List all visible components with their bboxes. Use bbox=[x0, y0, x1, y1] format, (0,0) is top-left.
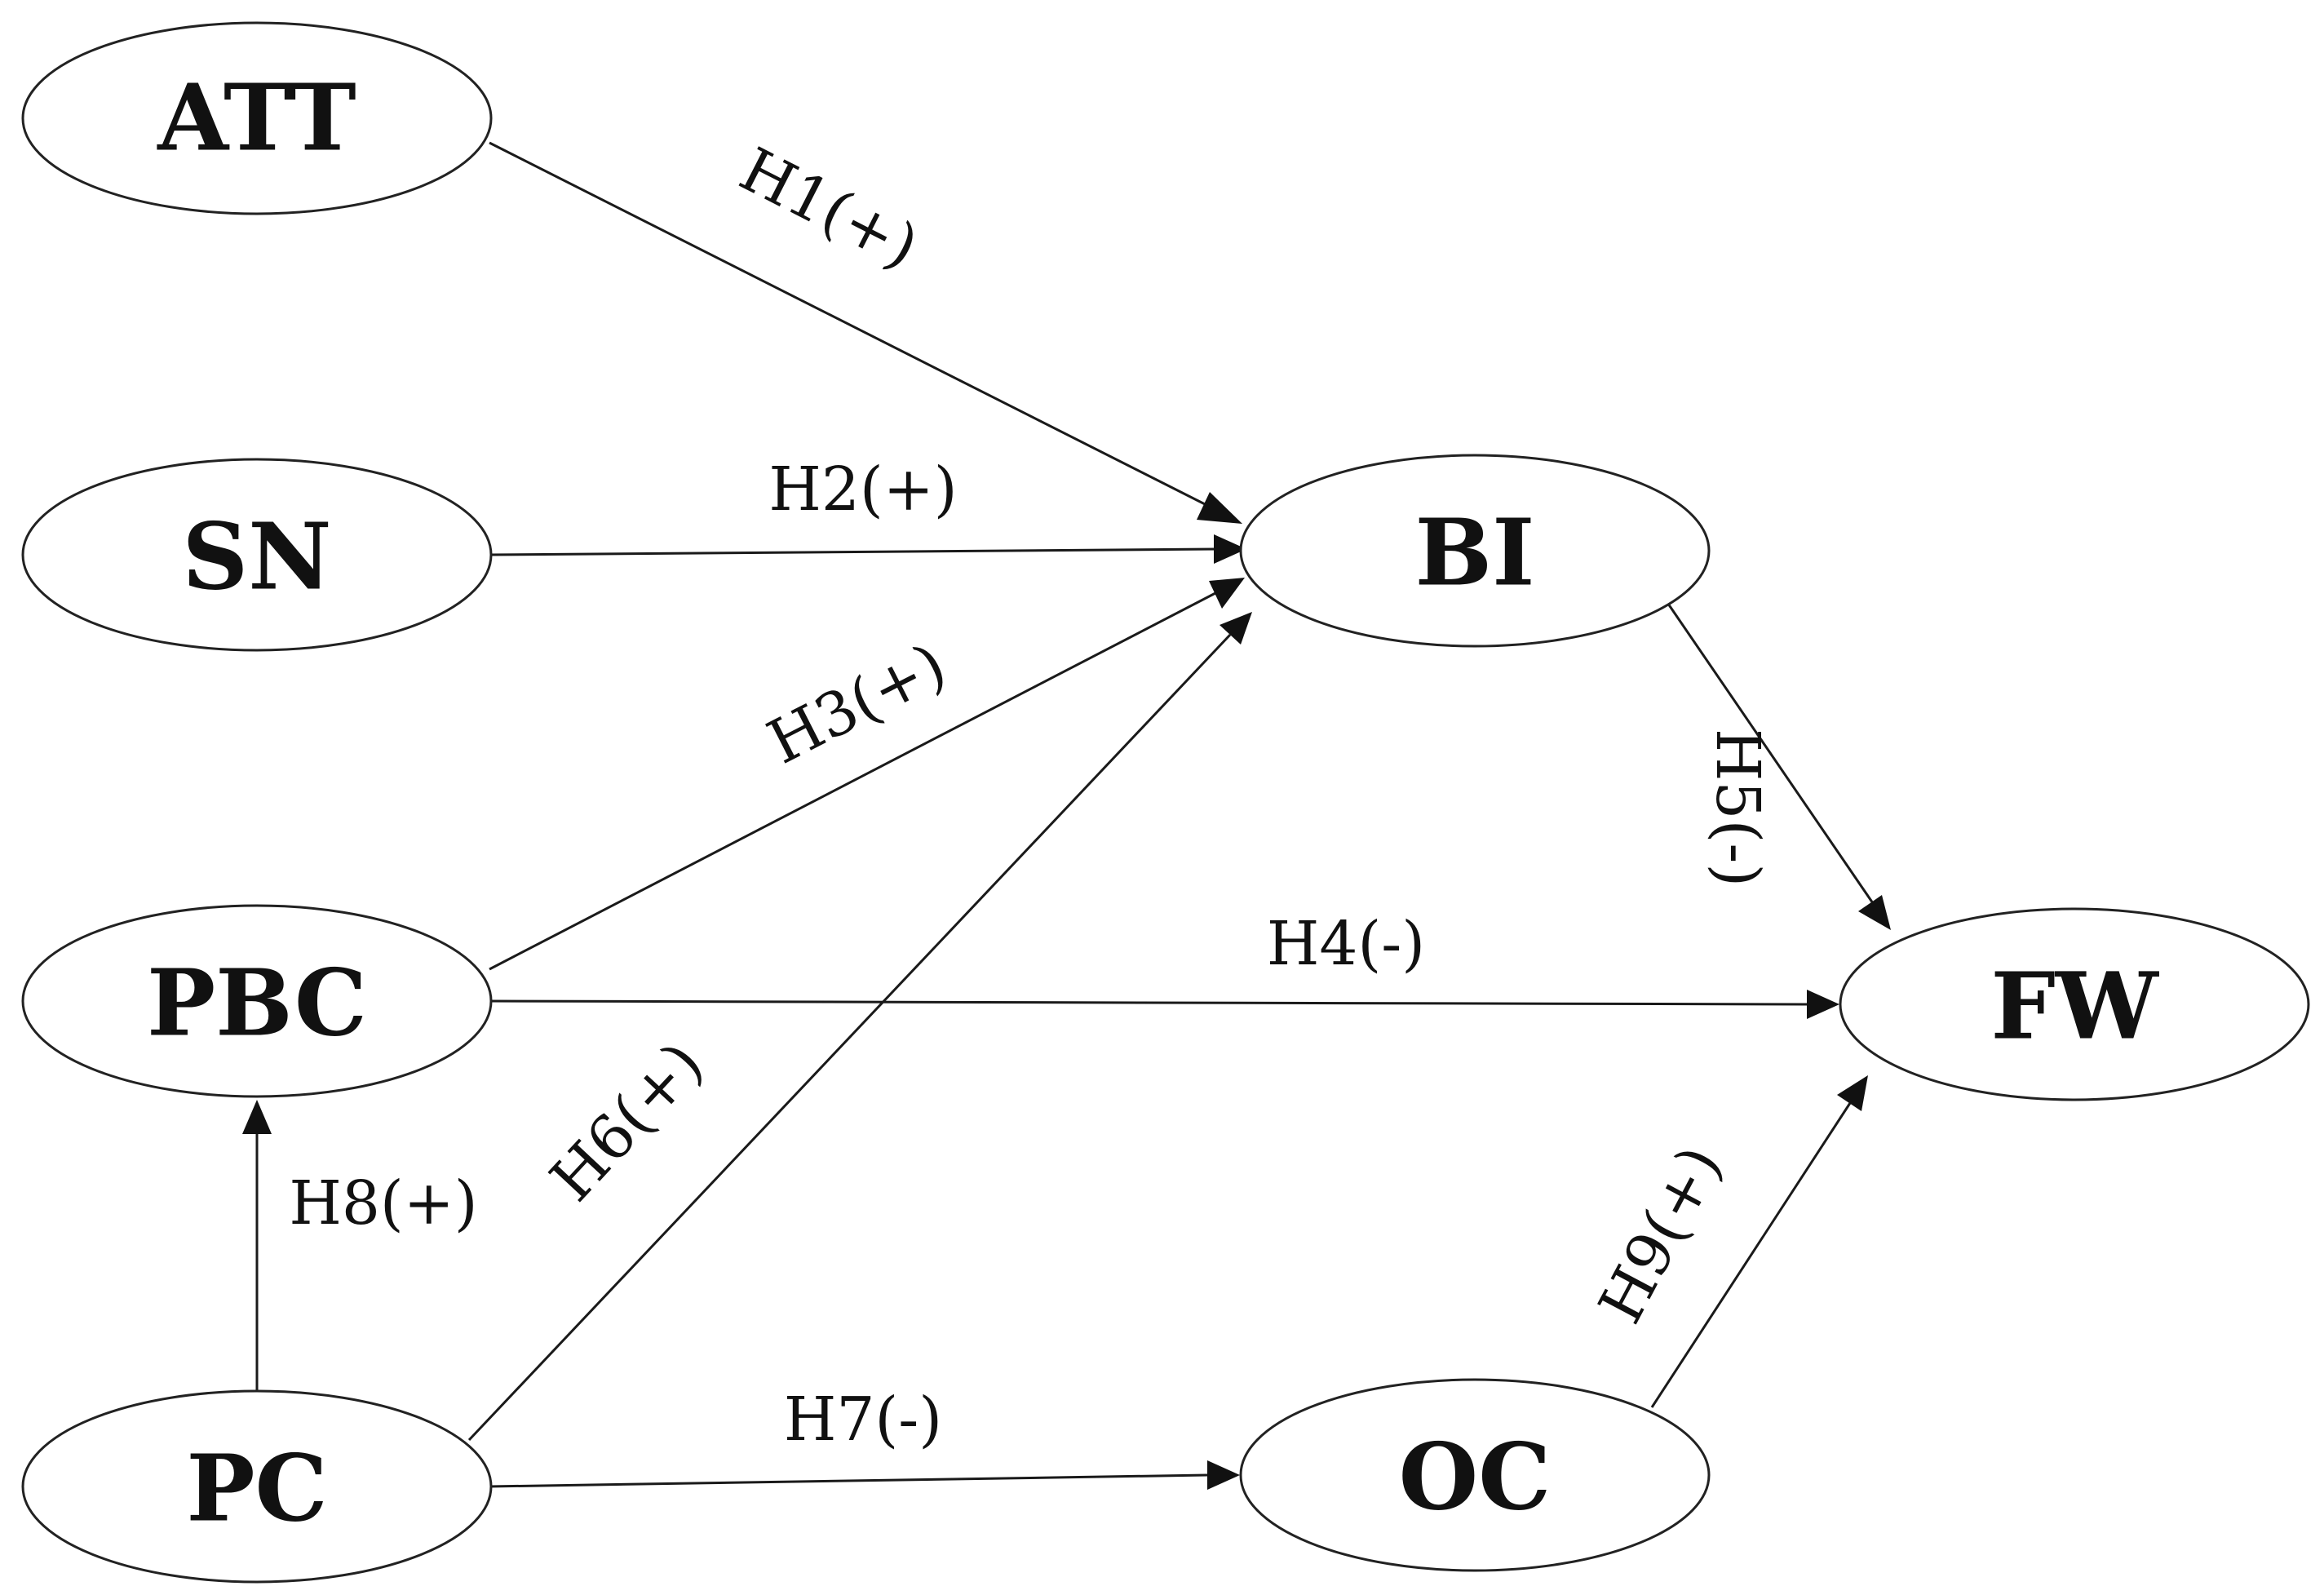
node-att-label: ATT bbox=[157, 65, 356, 172]
node-bi: BI bbox=[1239, 454, 1711, 648]
edge-label-h2: H2(+) bbox=[768, 454, 957, 525]
node-oc: OC bbox=[1239, 1378, 1711, 1572]
edge-oc-fw: H9(+) bbox=[1586, 1075, 1868, 1408]
node-fw: FW bbox=[1839, 907, 2310, 1101]
node-pbc: PBC bbox=[21, 904, 493, 1098]
node-pc-label: PC bbox=[186, 1436, 327, 1543]
edge-label-h8: H8(+) bbox=[289, 1168, 477, 1238]
node-bi-label: BI bbox=[1414, 500, 1534, 607]
edge-label-h9: H9(+) bbox=[1586, 1135, 1737, 1335]
edge-sn-bi: H2(+) bbox=[489, 454, 1246, 564]
node-att: ATT bbox=[21, 21, 493, 215]
node-fw-label: FW bbox=[1990, 954, 2160, 1061]
node-sn-label: SN bbox=[182, 504, 331, 611]
edge-pbc-fw: H4(-) bbox=[489, 909, 1839, 1019]
edge-pbc-bi: H3(+) bbox=[489, 578, 1245, 971]
edge-label-h6: H6(+) bbox=[537, 1029, 717, 1215]
node-oc-label: OC bbox=[1399, 1424, 1552, 1531]
node-pbc-label: PBC bbox=[147, 950, 367, 1057]
edge-pc-pbc: H8(+) bbox=[242, 1100, 478, 1391]
edge-pc-oc: H7(-) bbox=[489, 1385, 1240, 1490]
edge-label-h5: H5(-) bbox=[1702, 729, 1773, 887]
node-pc: PC bbox=[21, 1389, 493, 1584]
edge-label-h4: H4(-) bbox=[1267, 909, 1425, 979]
edge-label-h1: H1(+) bbox=[729, 135, 929, 283]
edge-label-h3: H3(+) bbox=[757, 630, 957, 778]
edge-label-h7: H7(-) bbox=[784, 1385, 942, 1455]
edge-bi-fw: H5(-) bbox=[1667, 603, 1891, 930]
node-sn: SN bbox=[21, 458, 493, 652]
